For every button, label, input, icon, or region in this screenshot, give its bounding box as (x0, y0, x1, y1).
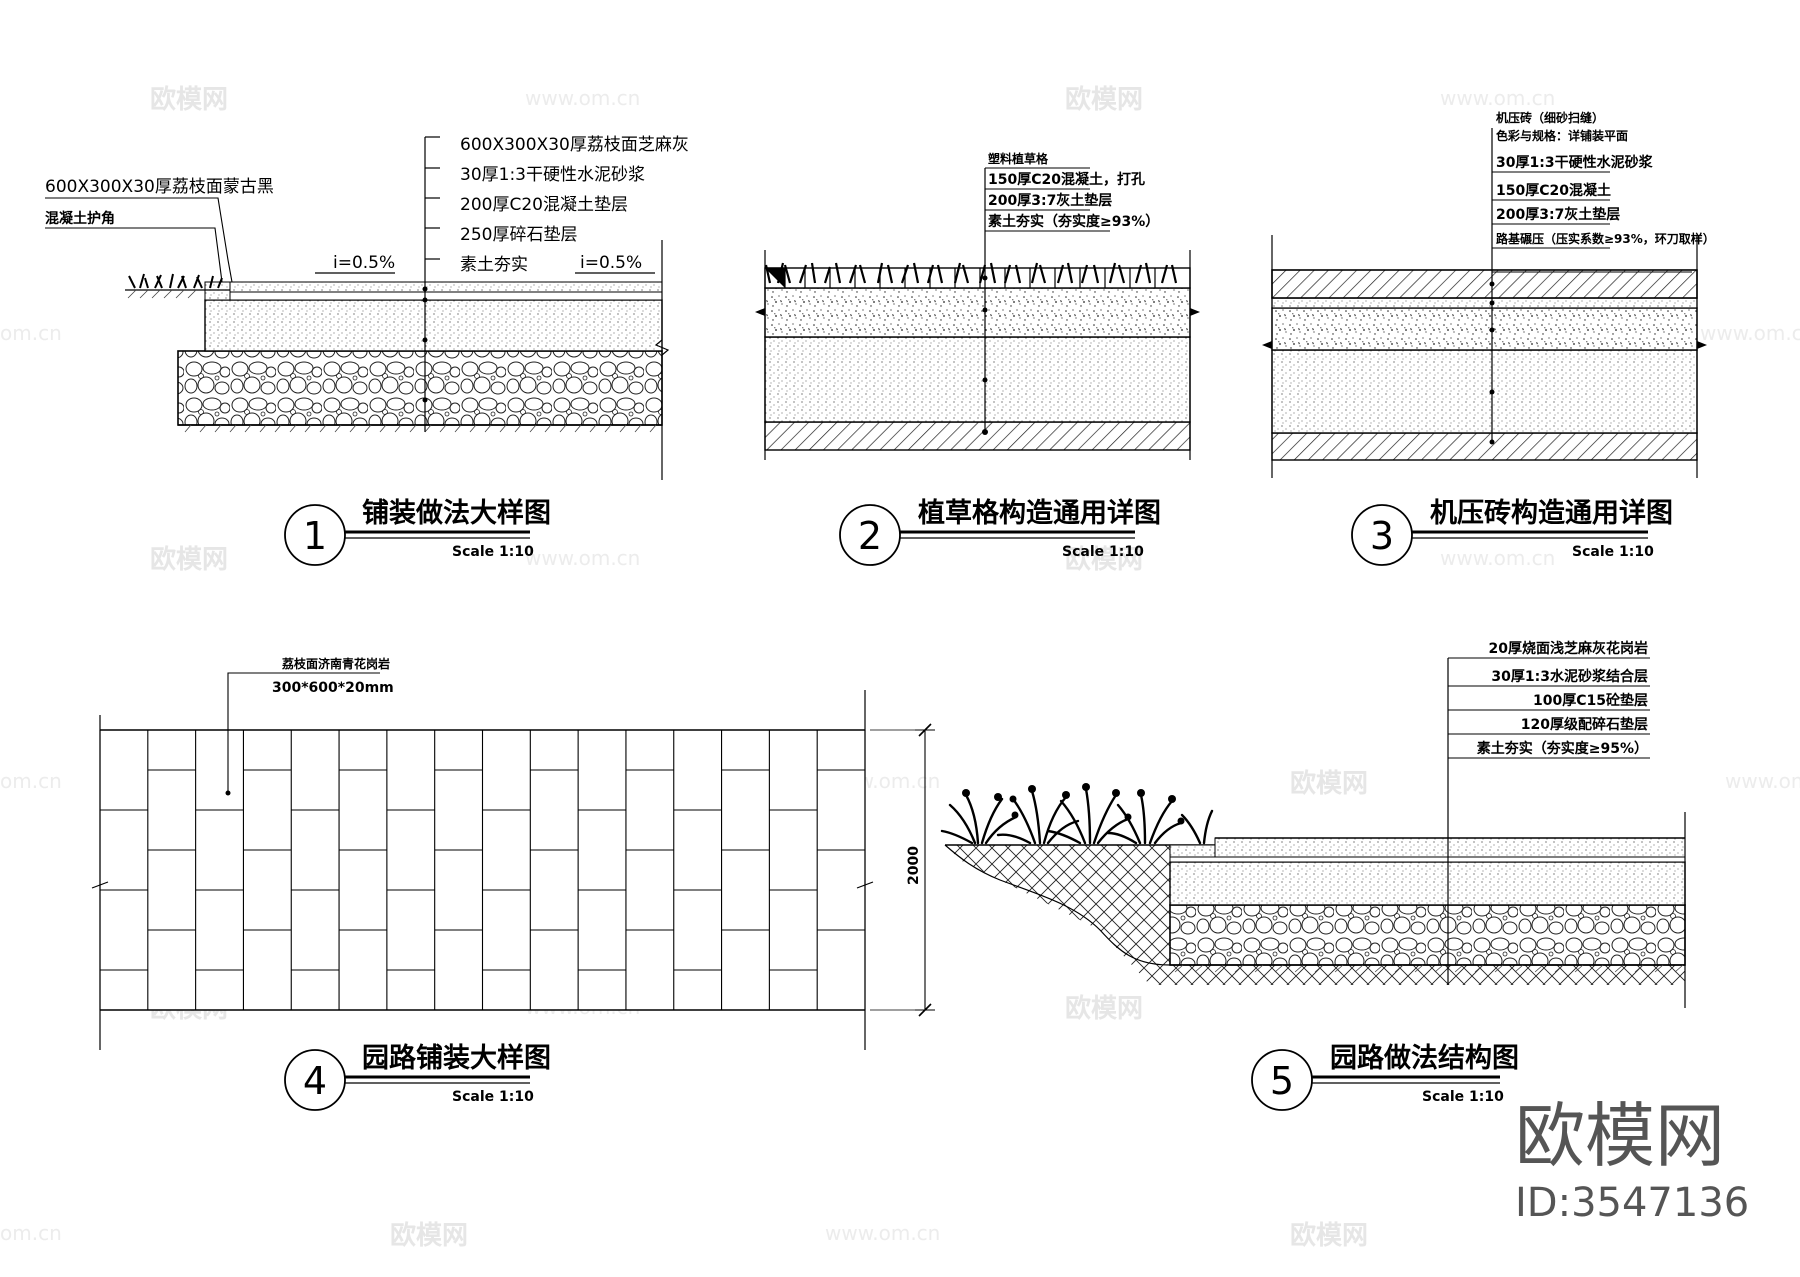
d1-label-5: 素土夯实 (460, 255, 528, 275)
svg-text:欧模网: 欧模网 (150, 84, 228, 115)
d5-label-3: 100厚C15砼垫层 (1533, 692, 1648, 709)
d3-label-1: 机压砖（细砂扫缝） (1496, 110, 1604, 125)
title-block-1: 1 铺装做法大样图 Scale 1:10 (284, 497, 551, 566)
d5-label-1: 20厚烧面浅芝麻灰花岗岩 (1489, 640, 1648, 657)
d5-label-2: 30厚1:3水泥砂浆结合层 (1491, 668, 1648, 685)
detail-2-labels: 塑料植草格 150厚C20混凝土，打孔 200厚3:7灰土垫层 素土夯实（夯实度… (988, 151, 1159, 230)
d5-label-5: 素土夯实（夯实度≥95%） (1477, 740, 1648, 757)
background-watermarks: 欧模网 www.om.cn 欧模网 www.om.cn om.cn 欧模网 ww… (0, 84, 1800, 1251)
svg-text:www.om.cn: www.om.cn (1700, 321, 1800, 345)
detail-1-labels: 600X300X30厚荔枝面芝麻灰 30厚1:3干硬性水泥砂浆 200厚C20混… (45, 135, 689, 275)
detail-3-labels: 机压砖（细砂扫缝） 色彩与规格：详铺装平面 30厚1:3干硬性水泥砂浆 150厚… (1496, 110, 1715, 246)
d2-label-1: 塑料植草格 (988, 151, 1049, 166)
title-block-3: 3 机压砖构造通用详图 Scale 1:10 (1351, 497, 1673, 566)
d3-label-4: 150厚C20混凝土 (1496, 182, 1611, 199)
detail-scale-2: Scale 1:10 (1062, 544, 1144, 560)
detail-4-paving-plan (91, 672, 935, 1050)
detail-title-5: 园路做法结构图 (1330, 1042, 1519, 1074)
detail-scale-5: Scale 1:10 (1422, 1089, 1504, 1105)
svg-text:www.om.cn: www.om.cn (1440, 86, 1555, 110)
d5-label-4: 120厚级配碎石垫层 (1521, 716, 1648, 733)
detail-scale-4: Scale 1:10 (452, 1089, 534, 1105)
d3-label-5: 200厚3:7灰土垫层 (1496, 206, 1620, 223)
svg-text:欧模网: 欧模网 (1065, 993, 1143, 1024)
detail-number-4: 4 (303, 1059, 327, 1103)
brand-id: ID:3547136 (1515, 1180, 1749, 1226)
title-block-2: 2 植草格构造通用详图 Scale 1:10 (839, 497, 1161, 566)
title-block-4: 4 园路铺装大样图 Scale 1:10 (284, 1042, 551, 1111)
d1-label-1: 600X300X30厚荔枝面芝麻灰 (460, 135, 689, 155)
svg-text:www.om.cn: www.om.cn (1440, 546, 1555, 570)
detail-title-3: 机压砖构造通用详图 (1430, 497, 1673, 529)
d2-label-3: 200厚3:7灰土垫层 (988, 192, 1112, 209)
d4-label-2: 300*600*20mm (272, 680, 394, 696)
detail-scale-3: Scale 1:10 (1572, 544, 1654, 560)
svg-text:om.cn: om.cn (0, 1221, 62, 1245)
d4-dimension: 2000 (906, 846, 922, 885)
detail-number-3: 3 (1370, 514, 1394, 558)
detail-5-labels: 20厚烧面浅芝麻灰花岗岩 30厚1:3水泥砂浆结合层 100厚C15砼垫层 12… (1477, 640, 1648, 757)
d3-label-6: 路基碾压（压实系数≥93%，环刀取样） (1496, 231, 1715, 246)
svg-text:www.om.cn: www.om.cn (525, 546, 640, 570)
detail-title-2: 植草格构造通用详图 (918, 497, 1161, 529)
svg-text:欧模网: 欧模网 (1065, 544, 1143, 575)
d1-slope-1: i=0.5% (333, 253, 395, 273)
svg-text:www.om.cn: www.om.cn (525, 86, 640, 110)
brand-watermark: 欧模网 ID:3547136 (1515, 1095, 1749, 1226)
d3-label-3: 30厚1:3干硬性水泥砂浆 (1496, 154, 1654, 171)
d3-label-2: 色彩与规格：详铺装平面 (1496, 128, 1628, 143)
detail-5-path-section (940, 657, 1686, 1008)
detail-1-paving-section (45, 136, 670, 480)
detail-number-5: 5 (1270, 1059, 1294, 1103)
detail-scale-1: Scale 1:10 (452, 544, 534, 560)
detail-title-1: 铺装做法大样图 (362, 497, 551, 529)
detail-3-pressed-brick-section (1262, 128, 1707, 478)
svg-text:欧模网: 欧模网 (1290, 1220, 1368, 1251)
svg-text:欧模网: 欧模网 (1290, 768, 1368, 799)
svg-text:欧模网: 欧模网 (390, 1220, 468, 1251)
d1-label-4: 250厚碎石垫层 (460, 225, 577, 245)
title-block-5: 5 园路做法结构图 Scale 1:10 (1251, 1042, 1519, 1111)
d1-label-3: 200厚C20混凝土垫层 (460, 195, 628, 215)
d1-side-label-1: 600X300X30厚荔枝面蒙古黑 (45, 177, 274, 197)
detail-number-1: 1 (303, 514, 327, 558)
brand-name: 欧模网 (1515, 1095, 1725, 1177)
detail-title-4: 园路铺装大样图 (362, 1042, 551, 1074)
svg-text:om.cn: om.cn (0, 321, 62, 345)
d1-side-label-2: 混凝土护角 (45, 210, 115, 227)
detail-4-labels: 荔枝面济南青花岗岩 300*600*20mm 2000 (272, 656, 922, 885)
d1-slope-2: i=0.5% (580, 253, 642, 273)
svg-text:欧模网: 欧模网 (1065, 84, 1143, 115)
detail-number-2: 2 (858, 514, 882, 558)
svg-text:欧模网: 欧模网 (150, 544, 228, 575)
d4-label-1: 荔枝面济南青花岗岩 (281, 656, 390, 671)
d2-label-4: 素土夯实（夯实度≥93%） (988, 213, 1159, 230)
detail-2-grass-grid-section (755, 167, 1200, 460)
d2-label-2: 150厚C20混凝土，打孔 (988, 171, 1145, 188)
svg-text:om.cn: om.cn (0, 769, 62, 793)
svg-text:www.om.cn: www.om.cn (1725, 769, 1800, 793)
svg-text:www.om.cn: www.om.cn (825, 1221, 940, 1245)
d1-label-2: 30厚1:3干硬性水泥砂浆 (460, 165, 645, 185)
